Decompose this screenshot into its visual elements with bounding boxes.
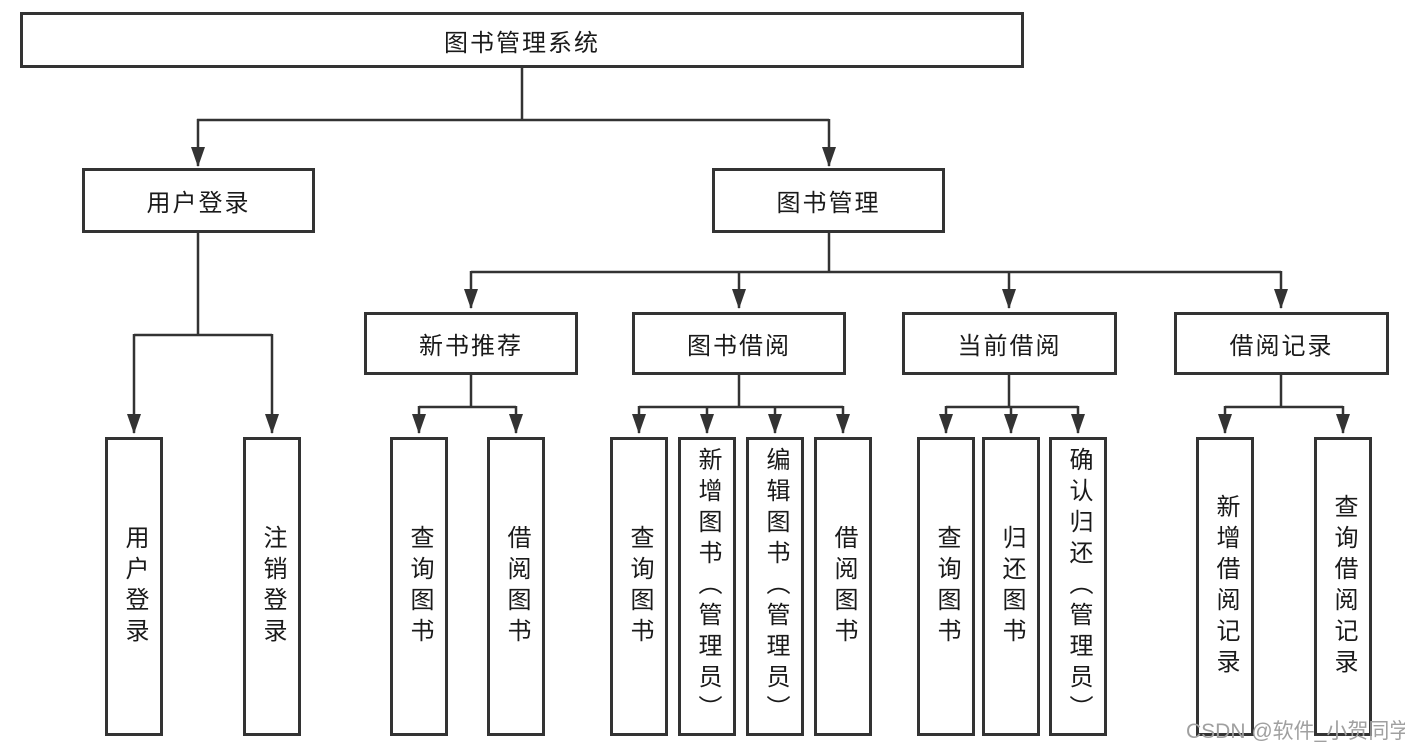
edges-new-book-children (412, 375, 523, 434)
leaf-query-books-borrow-label: 查询图书 (626, 524, 653, 649)
leaf-borrow-books-recommend: 借阅图书 (487, 437, 545, 736)
leaf-confirm-return-admin: 确认归还（管理员） (1049, 437, 1107, 736)
edges-borrow-records-children (1218, 375, 1350, 434)
leaf-add-borrow-record: 新增借阅记录 (1196, 437, 1254, 736)
edges-user-login-children (127, 233, 279, 434)
node-new-book-recommendation: 新书推荐 (364, 312, 578, 375)
leaf-borrow-books: 借阅图书 (814, 437, 872, 736)
leaf-confirm-return-admin-label: 确认归还（管理员） (1065, 447, 1092, 726)
edges-book-management-children (464, 233, 1288, 309)
leaf-user-login: 用户登录 (105, 437, 163, 736)
leaf-add-borrow-record-label: 新增借阅记录 (1212, 493, 1239, 680)
edges-current-borrow-children (939, 375, 1085, 434)
edges-book-borrow-children (632, 375, 850, 434)
leaf-borrow-books-recommend-label: 借阅图书 (503, 524, 530, 649)
leaf-add-book-admin: 新增图书（管理员） (678, 437, 736, 736)
leaf-borrow-books-label: 借阅图书 (830, 524, 857, 649)
leaf-return-book-label: 归还图书 (998, 524, 1025, 649)
node-user-login: 用户登录 (82, 168, 315, 233)
leaf-edit-book-admin-label: 编辑图书（管理员） (762, 447, 789, 726)
leaf-logout-label: 注销登录 (259, 524, 286, 649)
node-book-management: 图书管理 (712, 168, 945, 233)
leaf-query-books-recommend-label: 查询图书 (406, 524, 433, 649)
leaf-user-login-label: 用户登录 (121, 524, 148, 649)
edges-root-to-level2 (191, 68, 836, 167)
node-book-borrowing: 图书借阅 (632, 312, 846, 375)
leaf-logout: 注销登录 (243, 437, 301, 736)
csdn-watermark: CSDN @软件_小贺同学 (1186, 720, 1405, 743)
node-current-borrowing: 当前借阅 (902, 312, 1117, 375)
leaf-query-books-current-label: 查询图书 (933, 524, 960, 649)
leaf-query-borrow-record-label: 查询借阅记录 (1330, 493, 1357, 680)
leaf-query-borrow-record: 查询借阅记录 (1314, 437, 1372, 736)
leaf-query-books-recommend: 查询图书 (390, 437, 448, 736)
leaf-return-book: 归还图书 (982, 437, 1040, 736)
leaf-add-book-admin-label: 新增图书（管理员） (694, 447, 721, 726)
node-library-management-system: 图书管理系统 (20, 12, 1024, 68)
leaf-edit-book-admin: 编辑图书（管理员） (746, 437, 804, 736)
leaf-query-books-borrow: 查询图书 (610, 437, 668, 736)
leaf-query-books-current: 查询图书 (917, 437, 975, 736)
node-borrowing-records: 借阅记录 (1174, 312, 1389, 375)
